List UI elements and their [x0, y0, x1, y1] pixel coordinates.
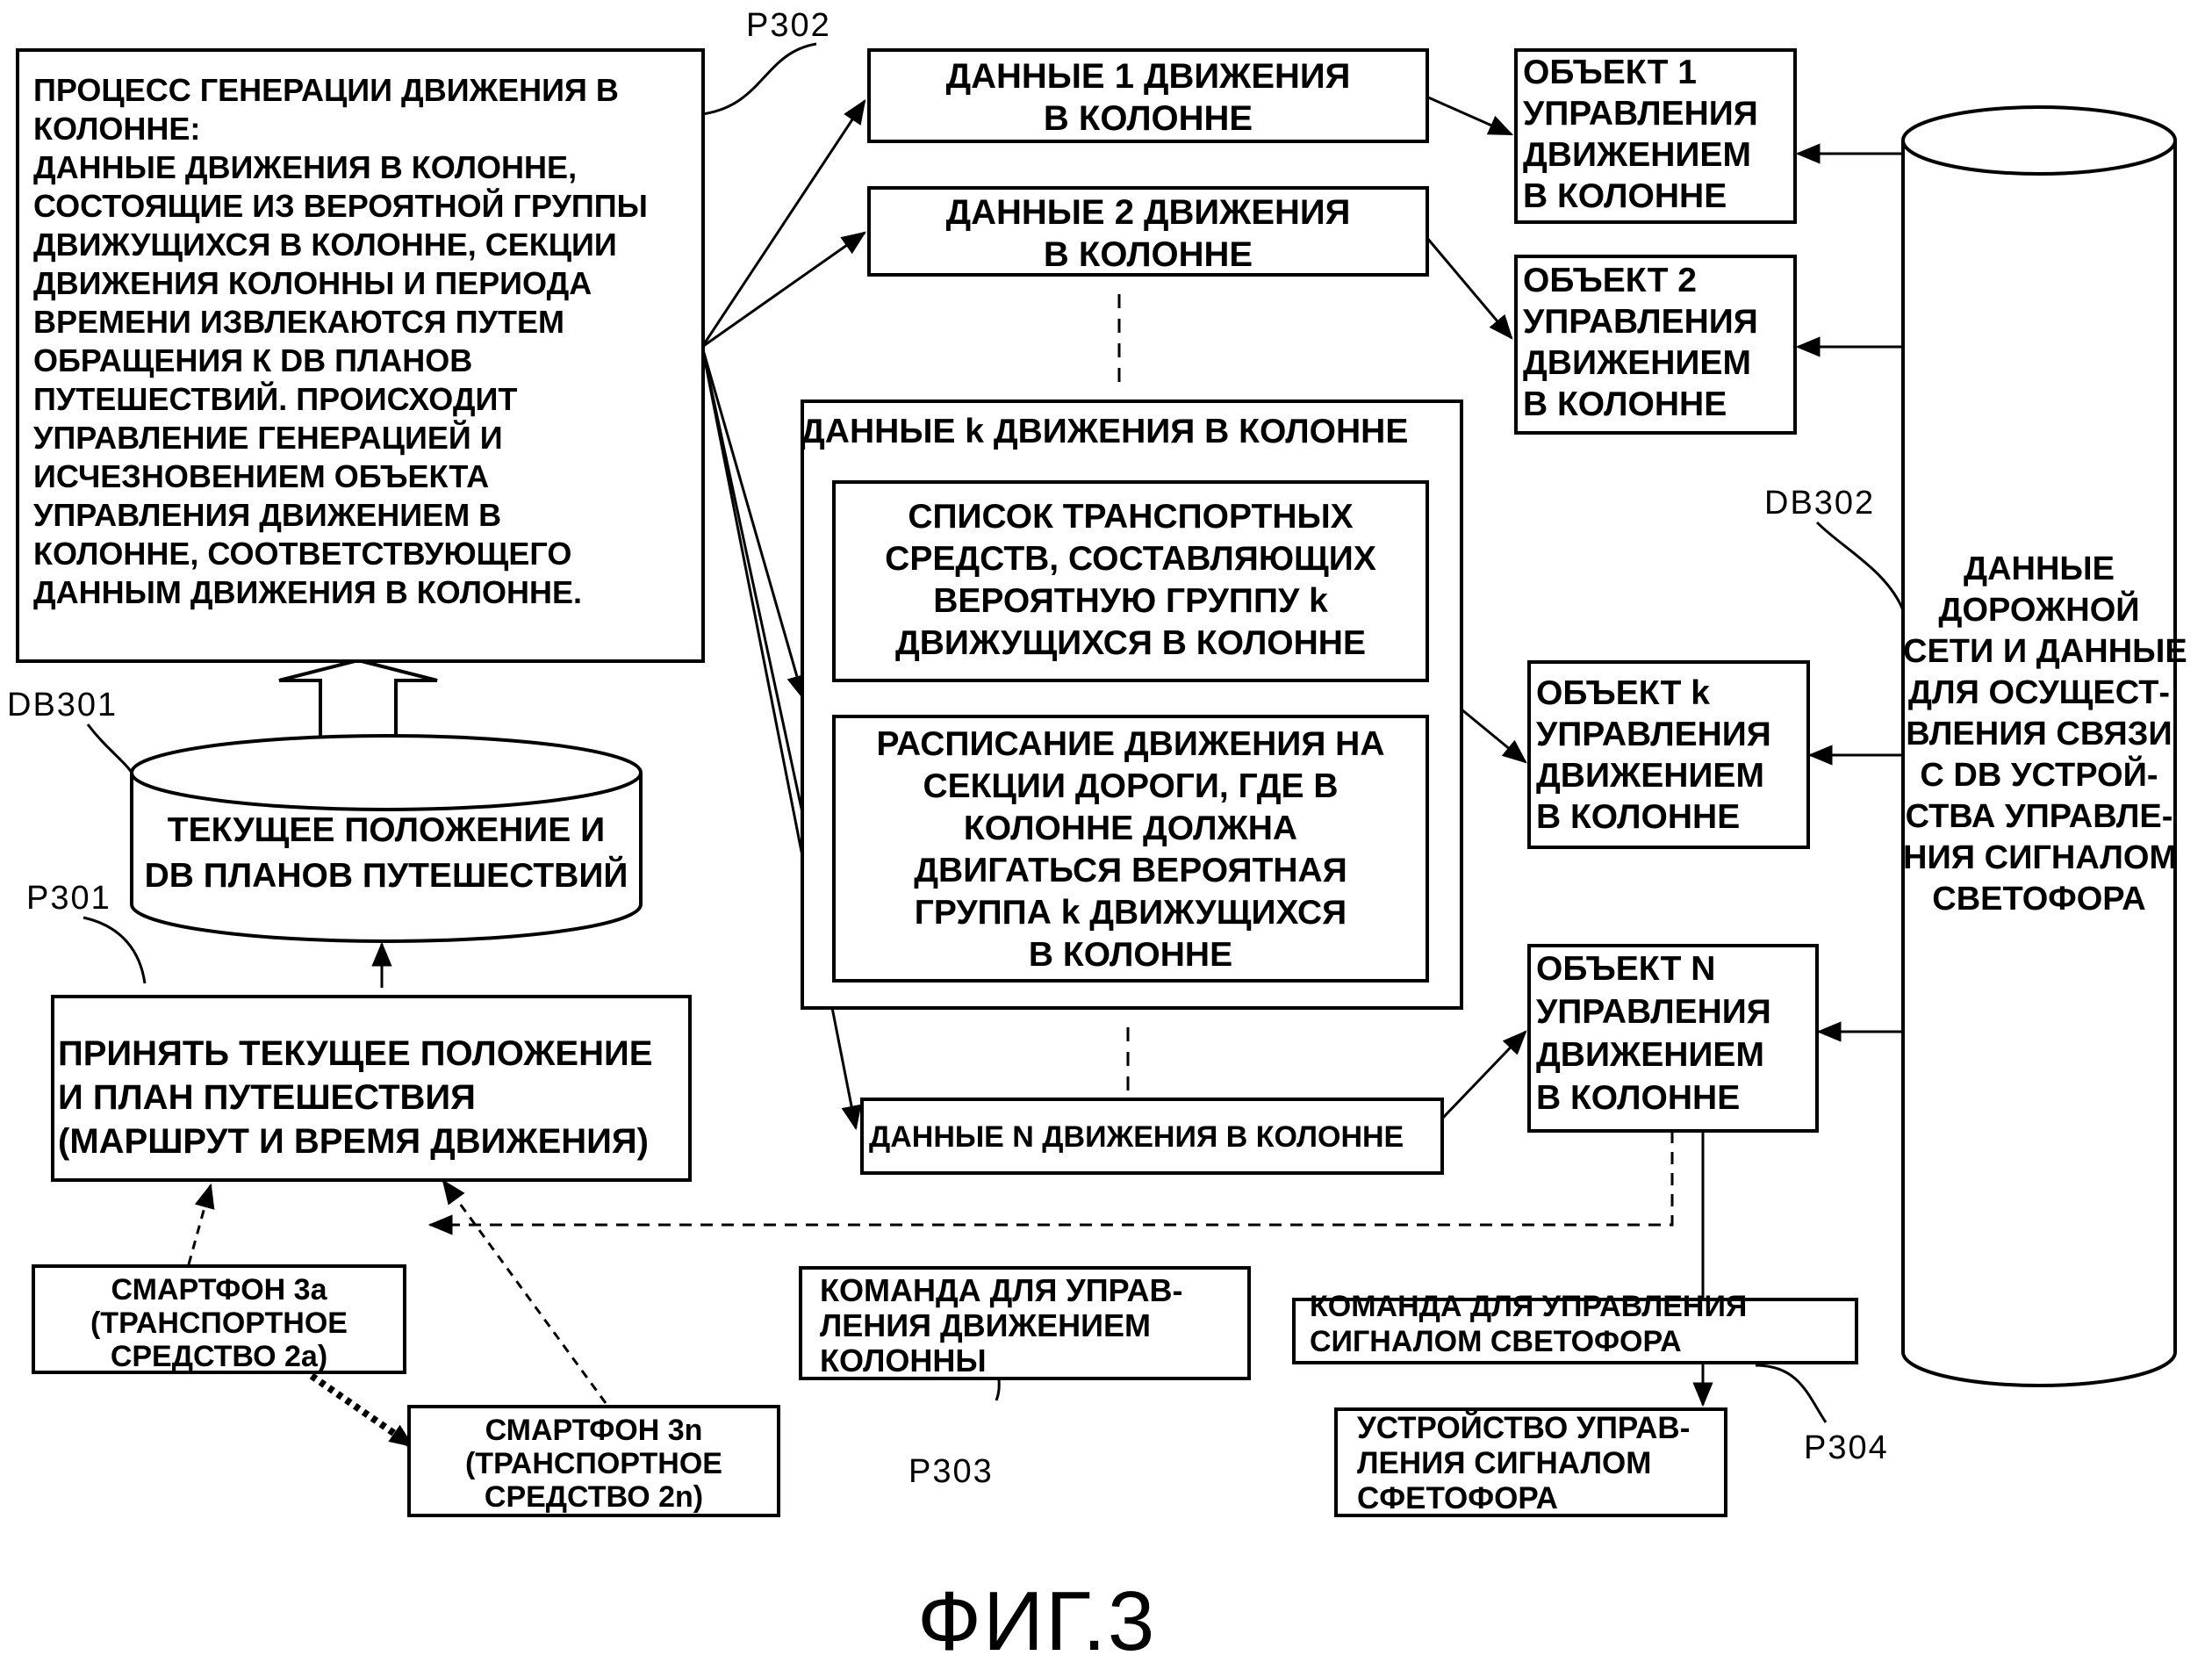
leader-p304	[1755, 1364, 1828, 1423]
arrow-process-to-datak-b	[700, 346, 805, 817]
smartphone-n-text: СМАРТФОН 3n (ТРАНСПОРТНОЕ СРЕДСТВО 2n)	[464, 1414, 722, 1514]
smartphone-a-box: СМАРТФОН 3а (ТРАНСПОРТНОЕ СРЕДСТВО 2а)	[32, 1264, 406, 1374]
label-p304: P304	[1804, 1429, 1889, 1466]
datak-list-text: СПИСОК ТРАНСПОРТНЫХ СРЕДСТВ, СОСТАВЛЯЮЩИ…	[885, 498, 1376, 662]
datak-box: ДАННЫЕ k ДВИЖЕНИЯ В КОЛОННЕ СПИСОК ТРАНС…	[801, 400, 1463, 1010]
arrow-data2-to-obj2	[1425, 236, 1513, 340]
obj1-text: ОБЪЕКТ 1 УПРАВЛЕНИЯ ДВИЖЕНИЕМ В КОЛОННЕ	[1523, 54, 1758, 215]
obj2-box: ОБЪЕКТ 2 УПРАВЛЕНИЯ ДВИЖЕНИЕМ В КОЛОННЕ	[1514, 255, 1797, 435]
leader-p301	[83, 916, 147, 984]
dataN-box: ДАННЫЕ N ДВИЖЕНИЯ В КОЛОННЕ	[860, 1098, 1444, 1175]
objk-text: ОБЪЕКТ k УПРАВЛЕНИЯ ДВИЖЕНИЕМ В КОЛОННЕ	[1536, 674, 1771, 836]
arrow-dataN-to-objN	[1440, 1030, 1527, 1121]
dashed-smartphone-a-to-receive	[187, 1183, 215, 1265]
db302-cylinder	[1901, 105, 2177, 1387]
dotted-smartphone-a-to-n	[309, 1372, 415, 1450]
arrow-process-to-data2	[701, 231, 866, 349]
obj1-box: ОБЪЕКТ 1 УПРАВЛЕНИЯ ДВИЖЕНИЕМ В КОЛОННЕ	[1514, 48, 1797, 224]
leader-p302	[701, 42, 817, 116]
smartphone-a-text: СМАРТФОН 3а (ТРАНСПОРТНОЕ СРЕДСТВО 2а)	[90, 1273, 348, 1373]
smartphone-n-box: СМАРТФОН 3n (ТРАНСПОРТНОЕ СРЕДСТВО 2n)	[407, 1405, 780, 1517]
figure-caption: ФИГ.3	[917, 1574, 1157, 1668]
label-db301: DB301	[7, 687, 118, 723]
cmd-signal-text: КОМАНДА ДЛЯ УПРАВЛЕНИЯ СИГНАЛОМ СВЕТОФОР…	[1310, 1290, 1748, 1358]
objN-box: ОБЪЕКТ N УПРАВЛЕНИЯ ДВИЖЕНИЕМ В КОЛОННЕ	[1527, 944, 1819, 1133]
cmd-column-box: КОМАНДА ДЛЯ УПРАВ- ЛЕНИЯ ДВИЖЕНИЕМ КОЛОН…	[799, 1266, 1251, 1380]
data1-box: ДАННЫЕ 1 ДВИЖЕНИЯ В КОЛОННЕ	[867, 48, 1429, 143]
process-box: ПРОЦЕСС ГЕНЕРАЦИИ ДВИЖЕНИЯ В КОЛОННЕ: ДА…	[16, 48, 705, 663]
label-p301: P301	[26, 880, 111, 917]
cmd-signal-box: КОМАНДА ДЛЯ УПРАВЛЕНИЯ СИГНАЛОМ СВЕТОФОР…	[1292, 1290, 1858, 1364]
arrow-datak-to-objk	[1461, 708, 1527, 764]
process-box-text: ПРОЦЕСС ГЕНЕРАЦИИ ДВИЖЕНИЯ В КОЛОННЕ: ДА…	[33, 72, 648, 610]
label-db302: DB302	[1764, 485, 1876, 522]
dashed-smartphone-n-to-receive	[442, 1179, 607, 1404]
arrow-process-to-data1	[700, 99, 866, 348]
datak-list-box: СПИСОК ТРАНСПОРТНЫХ СРЕДСТВ, СОСТАВЛЯЮЩИ…	[832, 480, 1429, 682]
cmd-column-text: КОМАНДА ДЛЯ УПРАВ- ЛЕНИЯ ДВИЖЕНИЕМ КОЛОН…	[820, 1272, 1183, 1378]
datak-schedule-box: РАСПИСАНИЕ ДВИЖЕНИЯ НА СЕКЦИИ ДОРОГИ, ГД…	[832, 715, 1429, 983]
db301-cylinder	[130, 734, 643, 943]
receive-box-text: ПРИНЯТЬ ТЕКУЩЕЕ ПОЛОЖЕНИЕ И ПЛАН ПУТЕШЕС…	[58, 1034, 653, 1161]
data2-box: ДАННЫЕ 2 ДВИЖЕНИЯ В КОЛОННЕ	[867, 186, 1429, 277]
data1-text: ДАННЫЕ 1 ДВИЖЕНИЯ В КОЛОННЕ	[945, 57, 1351, 138]
datak-schedule-text: РАСПИСАНИЕ ДВИЖЕНИЯ НА СЕКЦИИ ДОРОГИ, ГД…	[876, 725, 1385, 974]
data2-text: ДАННЫЕ 2 ДВИЖЕНИЯ В КОЛОННЕ	[945, 193, 1351, 274]
arrow-process-to-datak-a	[700, 346, 808, 701]
objN-text: ОБЪЕКТ N УПРАВЛЕНИЯ ДВИЖЕНИЕМ В КОЛОННЕ	[1536, 950, 1771, 1117]
label-p302: P302	[746, 7, 831, 44]
datak-title: ДАННЫЕ k ДВИЖЕНИЯ В КОЛОННЕ	[801, 413, 1409, 450]
db301-text: ТЕКУЩЕЕ ПОЛОЖЕНИЕ И DB ПЛАНОВ ПУТЕШЕСТВИ…	[144, 811, 628, 895]
obj2-text: ОБЪЕКТ 2 УПРАВЛЕНИЯ ДВИЖЕНИЕМ В КОЛОННЕ	[1523, 262, 1758, 423]
arrow-data1-to-obj1	[1426, 95, 1514, 136]
dataN-text: ДАННЫЕ N ДВИЖЕНИЯ В КОЛОННЕ	[869, 1120, 1404, 1154]
signal-device-box: УСТРОЙСТВО УПРАВ- ЛЕНИЯ СИГНАЛОМ СФЕТОФО…	[1334, 1407, 1727, 1517]
dashed-objN-to-smartphone	[427, 1131, 1674, 1235]
objk-box: ОБЪЕКТ k УПРАВЛЕНИЯ ДВИЖЕНИЕМ В КОЛОННЕ	[1527, 660, 1810, 849]
signal-device-text: УСТРОЙСТВО УПРАВ- ЛЕНИЯ СИГНАЛОМ СФЕТОФО…	[1357, 1411, 1691, 1515]
db302-text: ДАННЫЕ ДОРОЖНОЙ СЕТИ И ДАННЫЕ ДЛЯ ОСУЩЕС…	[1903, 551, 2187, 918]
label-p303: P303	[908, 1453, 994, 1490]
receive-box: ПРИНЯТЬ ТЕКУЩЕЕ ПОЛОЖЕНИЕ И ПЛАН ПУТЕШЕС…	[51, 995, 692, 1182]
leader-db302	[1815, 521, 1905, 611]
